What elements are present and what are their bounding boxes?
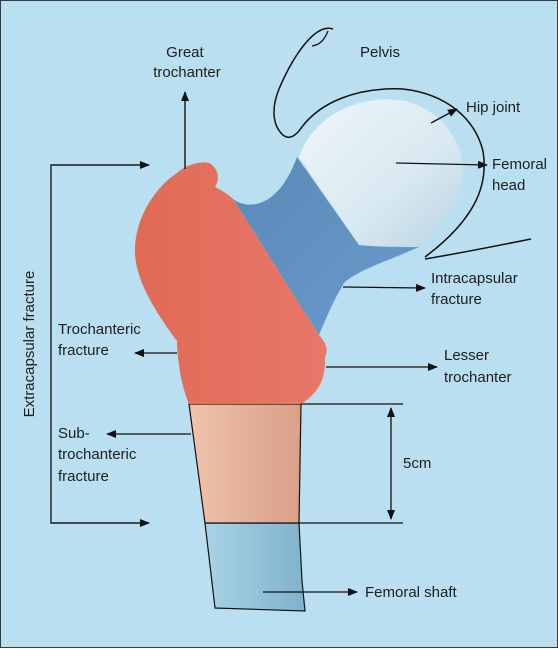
hip-joint-capsule-lower: [425, 239, 531, 259]
pelvis-notch: [312, 31, 328, 46]
pelvis-outline: [274, 28, 333, 137]
lesser-trochanter-label: Lesser trochanter: [444, 347, 512, 386]
femoral-head-label: Femoral head: [492, 156, 551, 194]
extracapsular-fracture-label: Extracapsular fracture: [21, 271, 38, 418]
intracapsular-fracture-label: Intracapsular fracture: [431, 270, 522, 308]
femoral-shaft-region: [205, 523, 305, 611]
pelvis-label: Pelvis: [360, 44, 400, 61]
measurement-label: 5cm: [403, 455, 431, 472]
femoral-shaft-label: Femoral shaft: [365, 584, 458, 601]
trochanteric-fracture-label: Trochanteric fracture: [58, 321, 145, 359]
hip-joint-label: Hip joint: [466, 99, 521, 116]
great-trochanter-label: Great trochanter: [153, 44, 221, 81]
intracapsular-arrow: [343, 287, 425, 288]
subtrochanteric-region: [189, 404, 301, 523]
